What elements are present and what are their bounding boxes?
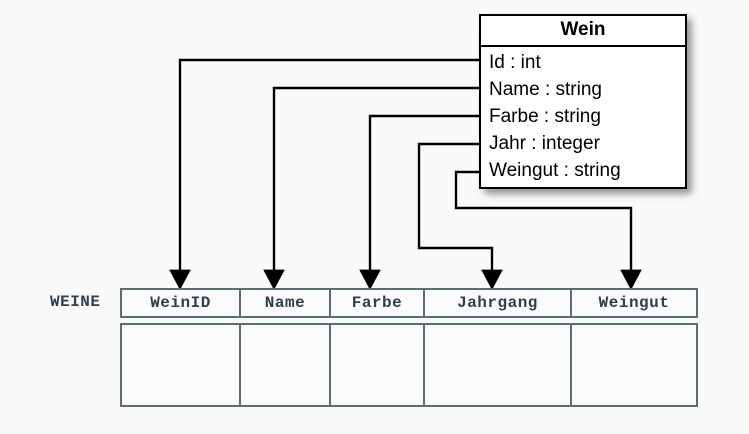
class-attribute-weingut: Weingut : string (489, 160, 621, 181)
uml-class-box-wein[interactable]: Wein Id : int Name : string Farbe : stri… (479, 14, 687, 189)
table-cell-weingut[interactable] (572, 325, 696, 405)
class-attribute-jahr: Jahr : integer (489, 133, 600, 154)
table-header-weingut: Weingut (598, 294, 670, 312)
class-title: Wein (481, 16, 685, 47)
table-header-jahrgang: Jahrgang (425, 290, 572, 316)
class-attribute-name: Name : string (489, 79, 602, 100)
relational-table-label: WEINE (50, 293, 101, 311)
table-header-name: Name (241, 290, 331, 316)
table-header-weinid: WeinID (122, 290, 241, 316)
table-header-row: WeinID Name Farbe Jahrgang Weingut (120, 288, 698, 318)
table-row[interactable] (120, 323, 698, 407)
table-cell-weinid[interactable] (122, 325, 241, 405)
relational-table-weine[interactable]: WeinID Name Farbe Jahrgang Weingut (120, 288, 698, 407)
connector-name-to-name (263, 86, 481, 290)
connector-jahr-to-jahrgang (417, 142, 503, 290)
table-header-farbe: Farbe (331, 290, 425, 316)
table-cell-jahrgang[interactable] (425, 325, 572, 405)
connector-weingut-to-weingut (454, 170, 642, 290)
table-cell-name[interactable] (241, 325, 331, 405)
class-attribute-id: Id : int (489, 52, 541, 73)
class-attribute-list: Id : int Name : string Farbe : string Ja… (481, 47, 685, 187)
connector-farbe-to-farbe (359, 114, 481, 290)
connector-id-to-weinid (169, 58, 481, 290)
class-attribute-farbe: Farbe : string (489, 106, 601, 127)
table-cell-farbe[interactable] (331, 325, 425, 405)
